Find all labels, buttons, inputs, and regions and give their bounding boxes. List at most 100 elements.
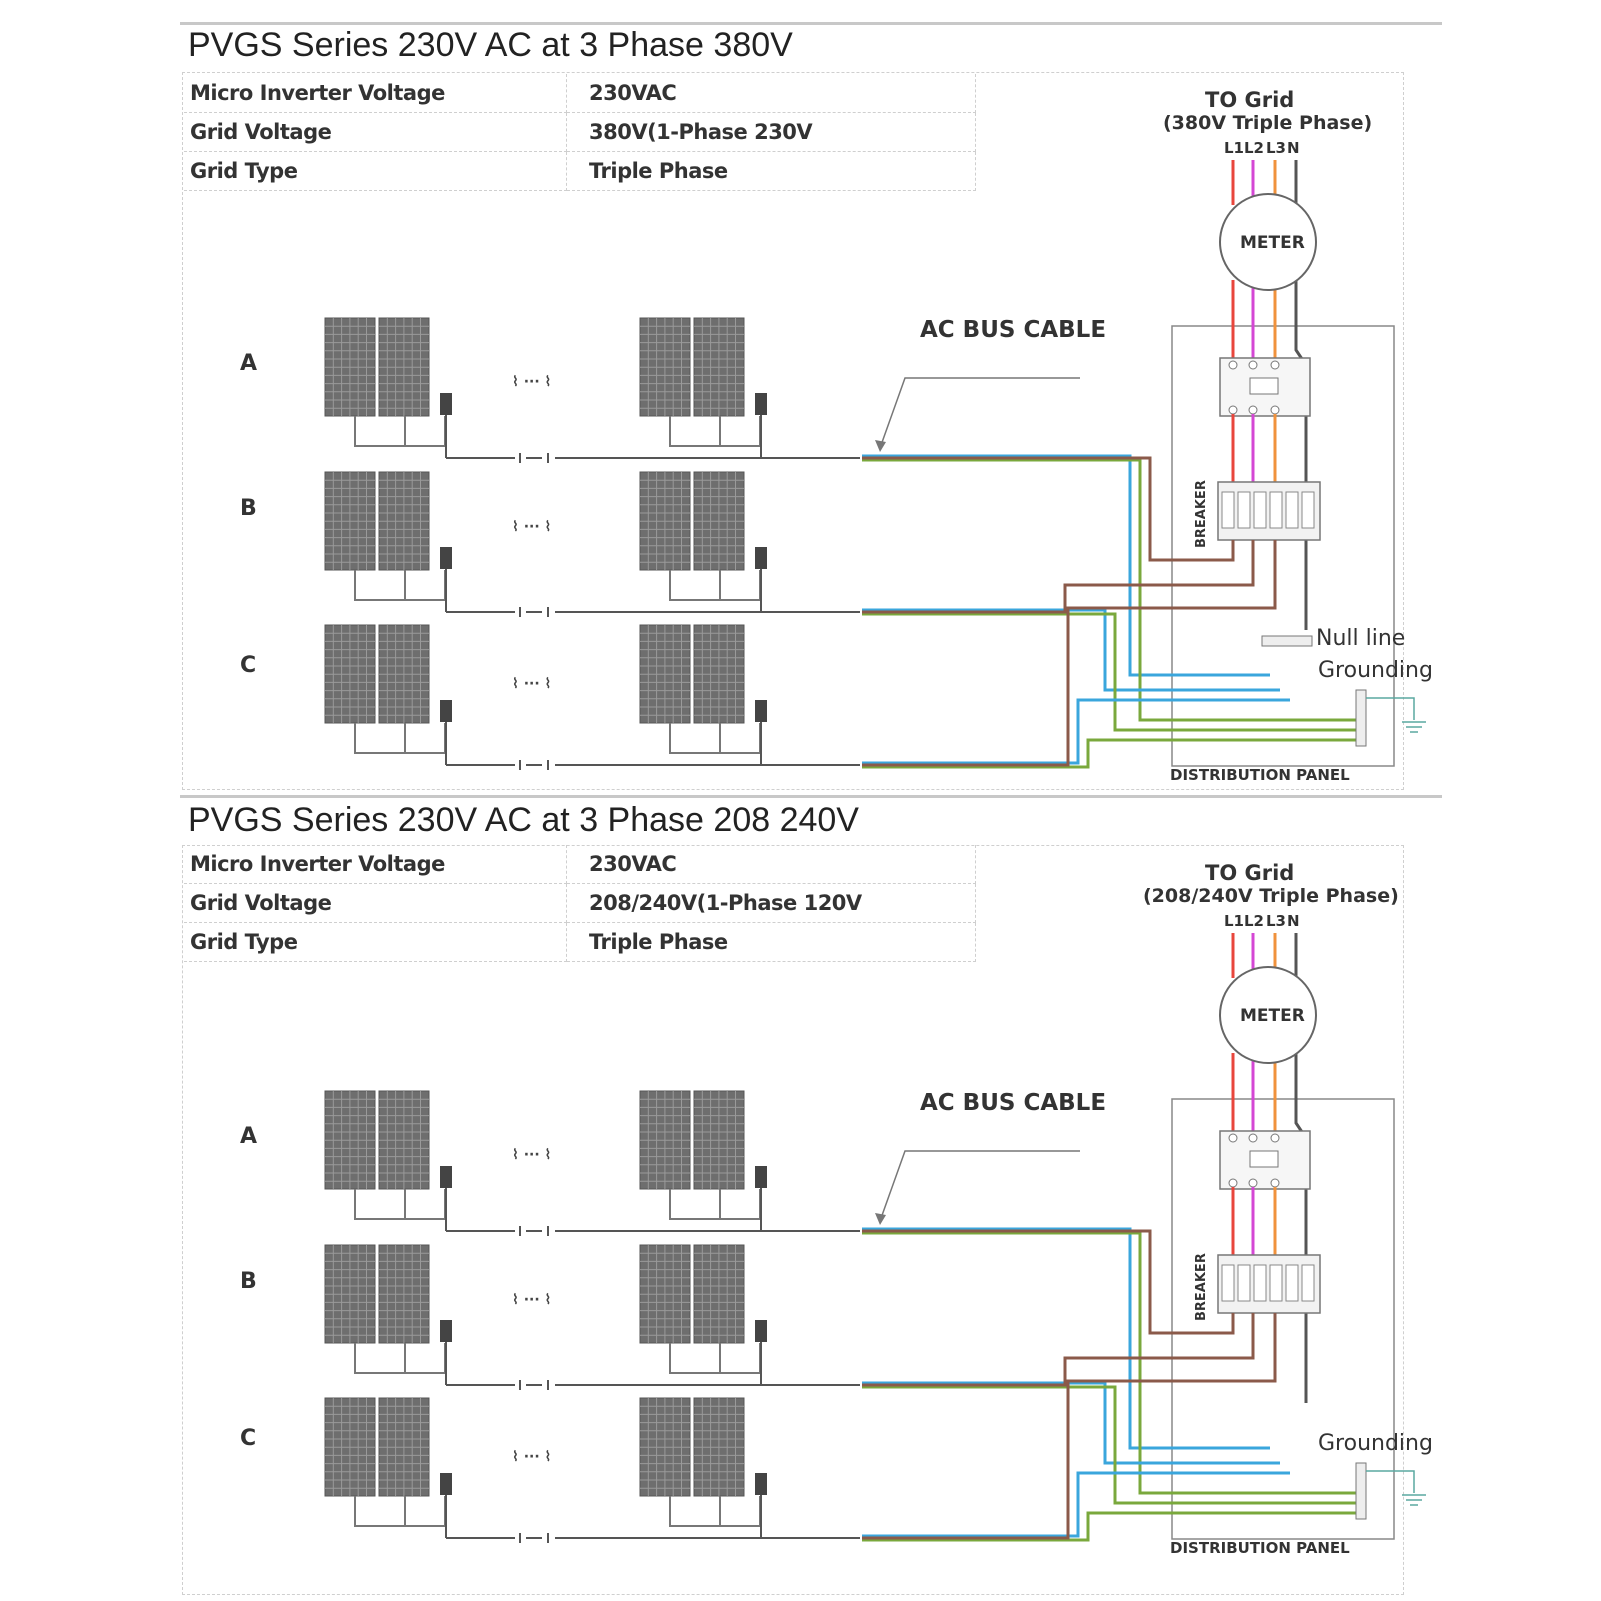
breaker-pole	[1253, 491, 1267, 529]
micro-inverter	[440, 1166, 452, 1188]
contactor-terminal	[1248, 1178, 1258, 1188]
phase-label: L3	[1266, 912, 1286, 930]
leader-arrowhead	[875, 1213, 886, 1225]
micro-inverter	[755, 1473, 767, 1495]
green-conductor	[862, 1511, 1360, 1542]
spec-value: 380V(1-Phase 230V	[566, 112, 976, 152]
panel-bracket	[669, 570, 761, 601]
panel-bracket	[354, 1189, 446, 1220]
micro-inverter	[755, 700, 767, 722]
meter-circle	[1219, 193, 1317, 291]
spec-label: Grid Voltage	[184, 883, 567, 923]
grounding-label: Grounding	[1318, 658, 1433, 683]
spec-value: 208/240V(1-Phase 120V	[566, 883, 976, 923]
micro-inverter	[755, 1320, 767, 1342]
section-divider	[180, 22, 1442, 25]
breaker-label: BREAKER	[1194, 480, 1209, 548]
row-label: A	[240, 1124, 257, 1149]
spec-row: Grid Type Triple Phase	[184, 151, 976, 191]
grid-subtitle: (208/240V Triple Phase)	[1143, 885, 1399, 907]
phase-label: L2	[1244, 912, 1264, 930]
continuation-mark: ⌇ ··· ⌇	[512, 374, 551, 390]
blue-conductor	[862, 698, 1290, 765]
solar-panel	[639, 471, 745, 571]
brown-conductor	[862, 1229, 1235, 1335]
contactor-window	[1249, 1150, 1279, 1168]
green-conductor	[862, 738, 1360, 769]
micro-inverter	[755, 1166, 767, 1188]
brown-conductor	[862, 456, 1235, 562]
contactor-terminal	[1228, 405, 1238, 415]
blue-conductor	[862, 454, 1270, 677]
phase-label: L1	[1224, 139, 1244, 157]
green-conductor	[862, 612, 1360, 732]
solar-panel	[639, 1244, 745, 1344]
phase-label: N	[1287, 139, 1300, 157]
breaker-pole	[1301, 1264, 1315, 1302]
bus-cable-label: AC BUS CABLE	[920, 1090, 1106, 1116]
grounding-bar	[1355, 1462, 1367, 1520]
grid-title: TO Grid	[1205, 88, 1294, 112]
contactor-terminal	[1270, 360, 1280, 370]
solar-panel	[639, 1090, 745, 1190]
contactor-terminal	[1270, 1178, 1280, 1188]
blue-conductor	[862, 608, 1280, 692]
solar-panel	[324, 1244, 430, 1344]
wiring-diagram-208-240v: PVGS Series 230V AC at 3 Phase 208 240V …	[0, 795, 1601, 1601]
breaker-pole	[1221, 1264, 1235, 1302]
spec-row: Grid Voltage 380V(1-Phase 230V	[184, 112, 976, 152]
brown-conductor	[862, 540, 1277, 767]
grounding-label: Grounding	[1318, 1431, 1433, 1456]
spec-label: Grid Type	[184, 922, 567, 962]
spec-label: Grid Voltage	[184, 112, 567, 152]
solar-panel	[639, 1397, 745, 1497]
solar-panel	[639, 624, 745, 724]
breaker-pole	[1237, 491, 1251, 529]
spec-row: Micro Inverter Voltage 230VAC	[184, 74, 976, 113]
contactor-terminal	[1270, 405, 1280, 415]
meter-circle	[1219, 966, 1317, 1064]
blue-conductor	[862, 1381, 1280, 1465]
spec-label: Grid Type	[184, 151, 567, 191]
schematic-208-240v: A⌇ ··· ⌇B⌇ ··· ⌇C⌇ ··· ⌇AC BUS CABLEDIST…	[240, 861, 1433, 1557]
spec-value: 230VAC	[566, 845, 976, 884]
brown-conductor	[862, 1313, 1255, 1387]
spec-row: Grid Voltage 208/240V(1-Phase 120V	[184, 883, 976, 923]
panel-bracket	[354, 1496, 446, 1527]
row-label: C	[240, 1426, 256, 1451]
panel-bracket	[669, 1189, 761, 1220]
micro-inverter	[440, 1473, 452, 1495]
contactor-terminal	[1248, 405, 1258, 415]
breaker-pole	[1285, 491, 1299, 529]
solar-panel	[324, 1090, 430, 1190]
spec-label: Micro Inverter Voltage	[184, 845, 567, 884]
row-label: C	[240, 653, 256, 678]
row-label: B	[240, 1269, 257, 1294]
spec-table: Micro Inverter Voltage 230VAC Grid Volta…	[184, 74, 976, 191]
spec-row: Grid Type Triple Phase	[184, 922, 976, 962]
panel-bracket	[354, 723, 446, 754]
micro-inverter	[440, 547, 452, 569]
phase-label: L2	[1244, 139, 1264, 157]
green-conductor	[862, 1231, 1360, 1495]
contactor-terminal	[1228, 1178, 1238, 1188]
neutral-wire	[1294, 1053, 1308, 1403]
null-line-label: Null line	[1316, 626, 1405, 651]
contactor-window	[1249, 377, 1279, 395]
spec-table: Micro Inverter Voltage 230VAC Grid Volta…	[184, 845, 976, 962]
phase-label: N	[1287, 912, 1300, 930]
breaker-pole	[1269, 1264, 1283, 1302]
meter-label: METER	[1240, 233, 1305, 253]
micro-inverter	[440, 393, 452, 415]
panel-bracket	[669, 416, 761, 447]
breaker-label: BREAKER	[1194, 1253, 1209, 1321]
continuation-mark: ⌇ ··· ⌇	[512, 1449, 551, 1465]
distribution-panel-box	[1171, 325, 1395, 767]
bus-cable-leader	[879, 377, 1080, 449]
wiring-diagram-380v: PVGS Series 230V AC at 3 Phase 380V Micr…	[180, 22, 1442, 790]
phase-label: L1	[1224, 912, 1244, 930]
contactor-terminal	[1228, 1133, 1238, 1143]
breaker-pole	[1221, 491, 1235, 529]
solar-panel	[324, 471, 430, 571]
green-conductor	[862, 458, 1360, 722]
